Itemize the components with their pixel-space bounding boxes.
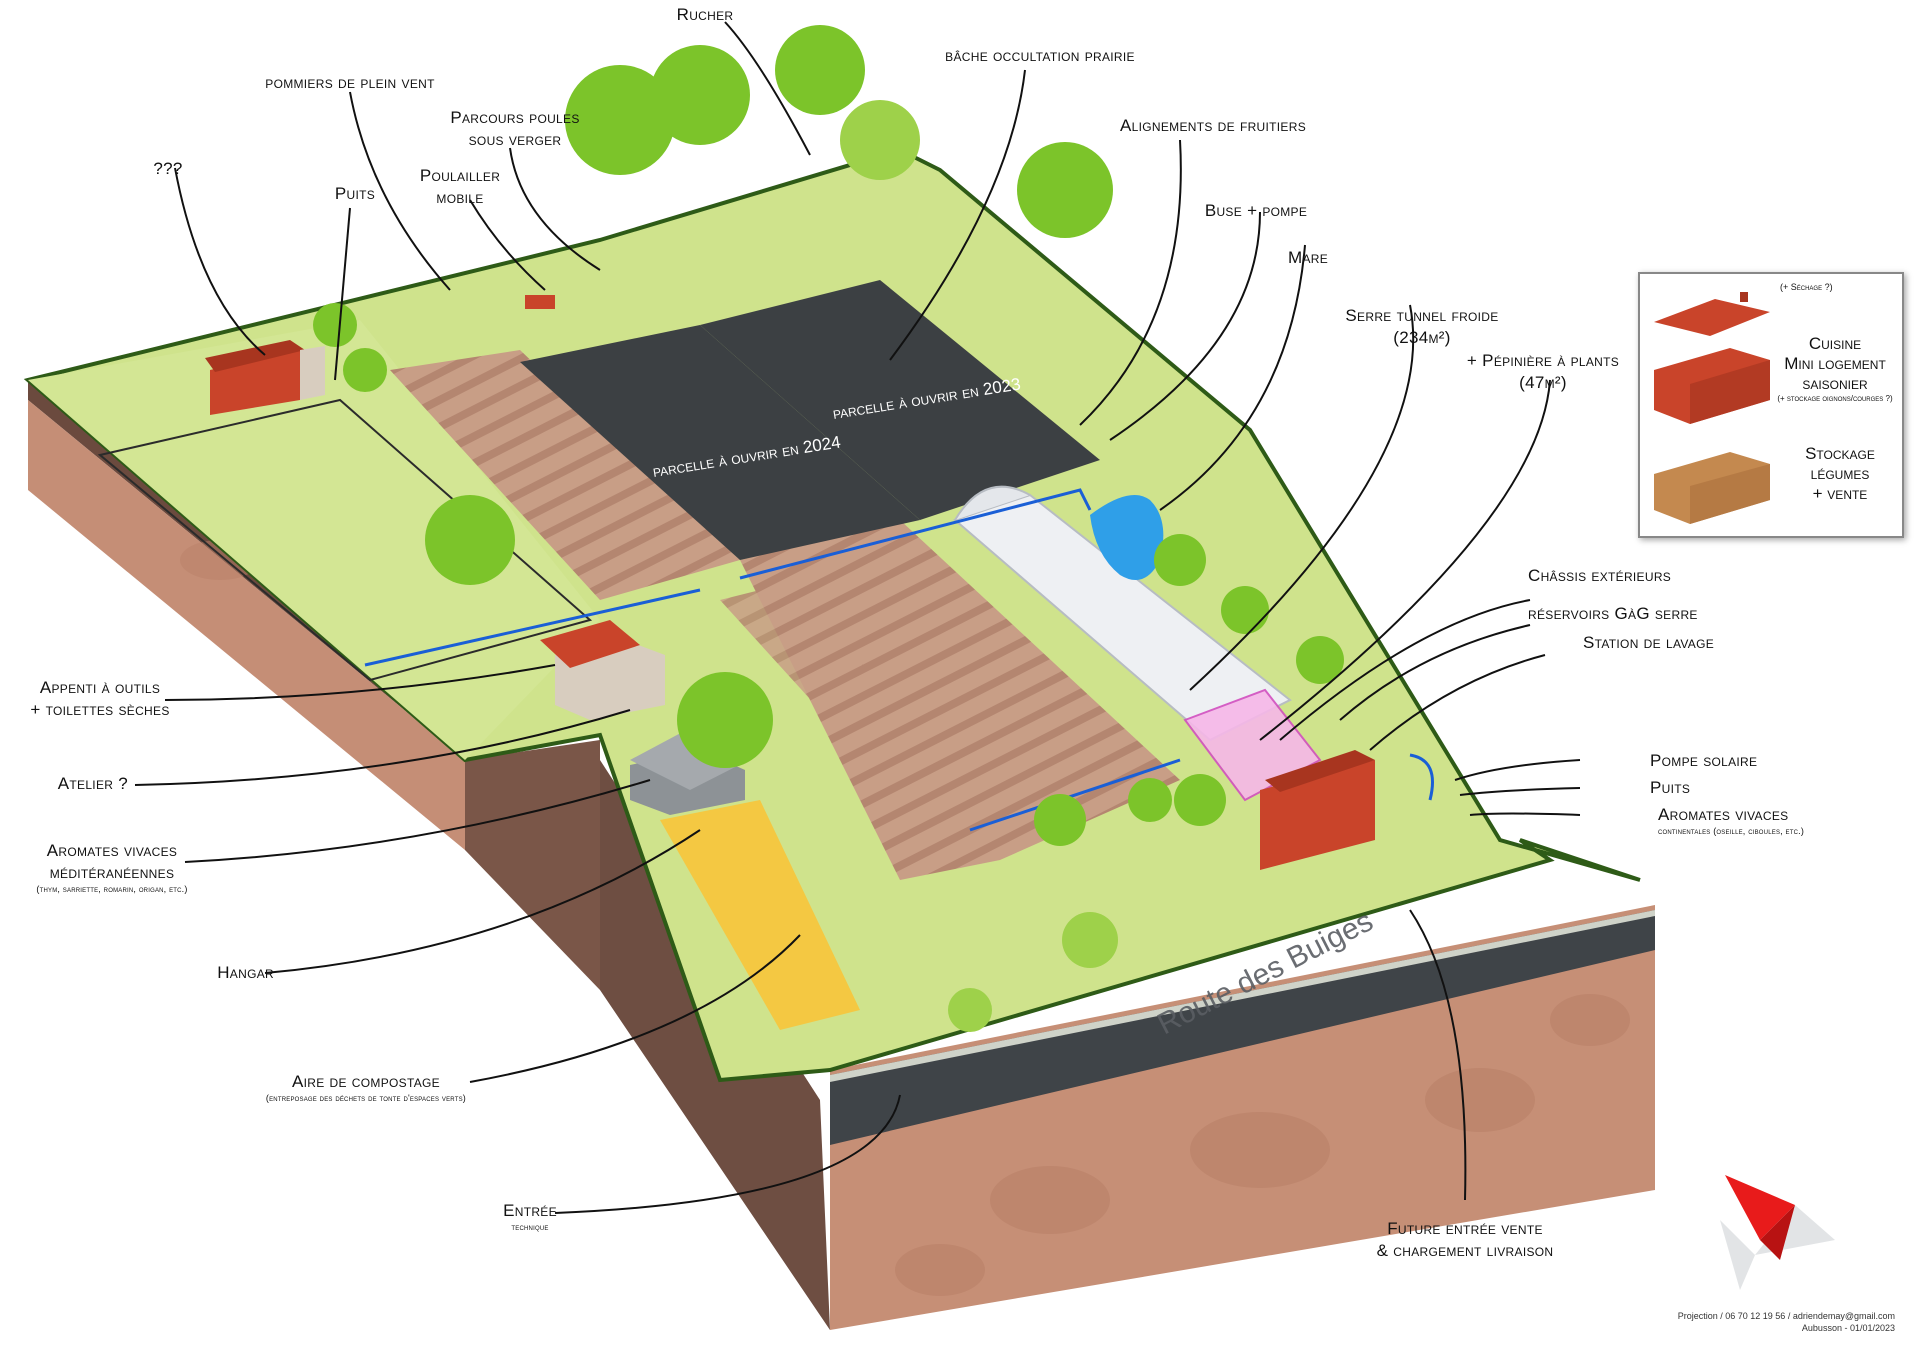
legend-box: (+ Séchage ?) Cuisine Mini logement sais… xyxy=(1638,272,1904,538)
legend-cuisine-line2: Mini logement xyxy=(1784,354,1886,373)
legend-building-icons xyxy=(1654,292,1770,524)
label-pommiers: pommiers de plein vent xyxy=(265,73,435,92)
label-serre-line1: Serre tunnel froide xyxy=(1345,306,1499,325)
label-reservoirs: réservoirs GàG serre xyxy=(1528,604,1698,623)
field-rectangle xyxy=(97,398,593,682)
label-entree-line: Entrée xyxy=(503,1201,557,1220)
building-cuisine xyxy=(1260,750,1375,870)
label-hangar: Hangar xyxy=(217,963,274,982)
legend-cuisine: Cuisine Mini logement saisonier (+ stock… xyxy=(1768,334,1902,403)
label-pepiniere: + Pépinière à plants (47m²) xyxy=(1467,350,1619,394)
label-buse: Buse + pompe xyxy=(1204,201,1308,220)
legend-cuisine-sub: (+ stockage oignons/courges ?) xyxy=(1777,394,1893,403)
label-chassis: Châssis extérieurs xyxy=(1528,566,1672,585)
label-aromates-med-sub: (thym, sarriette, romarin, origan, etc.) xyxy=(36,884,188,894)
label-pompe-solaire: Pompe solaire xyxy=(1650,751,1758,770)
label-poulailler-line1: Poulailler xyxy=(419,166,501,185)
label-future-entree: Future entrée vente & chargement livrais… xyxy=(1377,1218,1554,1262)
label-mare: Mare xyxy=(1287,248,1329,267)
label-serre: Serre tunnel froide (234m²) xyxy=(1345,305,1498,349)
label-pepiniere-line2: (47m²) xyxy=(1519,373,1567,392)
label-parcours-line1: Parcours poules xyxy=(450,108,580,127)
label-puits-right: Puits xyxy=(1650,778,1691,797)
label-bache: bâche occultation prairie xyxy=(945,46,1135,65)
label-aromates-med-line1: Aromates vivaces xyxy=(46,841,178,860)
compost-area xyxy=(660,800,860,1030)
plot-2023 xyxy=(700,280,1100,520)
label-serre-line2: (234m²) xyxy=(1393,328,1451,347)
plot-2024 xyxy=(520,325,920,560)
label-station: Station de lavage xyxy=(1583,633,1715,652)
legend-stockage: Stockage légumes + vente xyxy=(1780,444,1900,504)
label-compost-line: Aire de compostage xyxy=(291,1072,440,1091)
label-appenti: Appenti à outils + toilettes sèches xyxy=(30,677,169,721)
label-puits-top: Puits xyxy=(334,184,376,203)
label-parcours-line2: sous verger xyxy=(468,130,562,149)
label-appenti-line1: Appenti à outils xyxy=(39,678,161,697)
label-aromates-vivaces: Aromates vivaces continentales (oseille,… xyxy=(1658,804,1804,837)
label-entree-sub: technique xyxy=(511,1222,549,1232)
credit-line1: Projection / 06 70 12 19 56 / adriendema… xyxy=(1677,1311,1895,1321)
pond xyxy=(1090,495,1164,580)
compass-icon xyxy=(1720,1175,1835,1290)
vegetable-beds xyxy=(390,350,1180,880)
legend-cuisine-line3: saisonier xyxy=(1802,374,1868,393)
label-unknown: ??? xyxy=(153,159,183,178)
label-parcours: Parcours poules sous verger xyxy=(450,107,579,151)
label-atelier: Atelier ? xyxy=(57,774,128,793)
credit: Projection / 06 70 12 19 56 / adriendema… xyxy=(1678,1310,1895,1334)
label-aromates-vivaces-sub: continentales (oseille, ciboules, etc.) xyxy=(1658,826,1805,836)
road xyxy=(830,910,1655,1145)
legend-cuisine-line1: Cuisine xyxy=(1808,334,1862,353)
label-future-line1: Future entrée vente xyxy=(1387,1219,1543,1238)
building-tool-shed xyxy=(540,620,665,720)
label-pepiniere-line1: + Pépinière à plants xyxy=(1466,351,1620,370)
label-future-line2: & chargement livraison xyxy=(1376,1241,1554,1260)
leader-lines xyxy=(134,21,1581,1214)
label-aromates-med-line2: méditéranéennes xyxy=(49,863,175,882)
legend-sechage: (+ Séchage ?) xyxy=(1780,282,1833,292)
building-poulailler xyxy=(525,295,555,309)
label-compost-sub: (entreposage des déchets de tonte d'espa… xyxy=(265,1093,466,1103)
label-entree: Entrée technique xyxy=(503,1200,557,1233)
legend-stockage-line2: légumes xyxy=(1810,464,1870,483)
label-aromates-vivaces-line: Aromates vivaces xyxy=(1658,805,1789,824)
legend-stockage-line3: + vente xyxy=(1812,484,1868,503)
label-poulailler-line2: mobile xyxy=(436,188,484,207)
label-alignements: Alignements de fruitiers xyxy=(1119,116,1307,135)
legend-stockage-line1: Stockage xyxy=(1805,444,1875,463)
greenhouse-tunnel xyxy=(953,485,1322,802)
label-aromates-med: Aromates vivaces méditéranéennes (thym, … xyxy=(36,840,187,895)
label-compost: Aire de compostage (entreposage des déch… xyxy=(266,1071,466,1104)
credit-line2: Aubusson - 01/01/2023 xyxy=(1801,1323,1895,1333)
label-rucher: Rucher xyxy=(676,5,734,24)
label-poulailler: Poulailler mobile xyxy=(420,165,500,209)
label-appenti-line2: + toilettes sèches xyxy=(30,700,170,719)
trees xyxy=(313,25,1344,1032)
irrigation-lines xyxy=(364,488,1434,832)
building-house-left xyxy=(205,340,325,415)
